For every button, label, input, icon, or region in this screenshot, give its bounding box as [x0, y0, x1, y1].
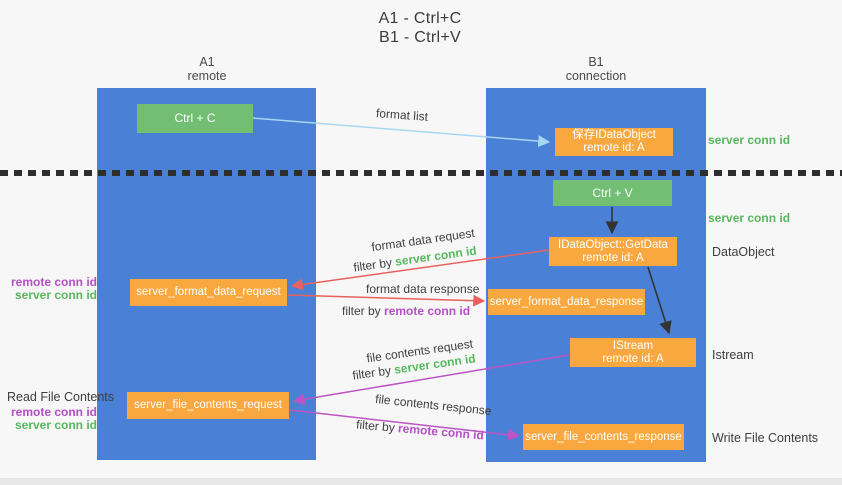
node-istream-line1: IStream: [612, 339, 654, 352]
column-header-b1: B1 connection: [536, 55, 656, 83]
title-line-1: A1 - Ctrl+C: [378, 10, 462, 27]
filter-prefix: filter by: [342, 304, 381, 318]
node-idataobject-getdata-line1: IDataObject::GetData: [558, 238, 668, 251]
filter-prefix: filter by: [351, 363, 392, 383]
left-label-conn-ids-top: remote conn id server conn id: [0, 276, 97, 302]
node-ctrl-c: Ctrl + C: [137, 104, 253, 133]
node-server-file-contents-request: server_file_contents_request: [127, 392, 289, 419]
dotted-divider-line: [0, 170, 842, 176]
label-filter-by-remote-conn-id-1: filter by remote conn id: [342, 304, 470, 318]
left-label-server-conn-id-top: server conn id: [14, 288, 97, 302]
label-file-contents-response: file contents response: [374, 391, 493, 419]
right-label-server-conn-id-top: server conn id: [708, 133, 791, 147]
left-label-remote-conn-id-bottom: remote conn id: [10, 405, 97, 419]
node-save-idataobject-line1: 保存IDataObject: [572, 129, 656, 141]
filter-prefix: filter by: [355, 417, 396, 435]
filter-key-remote-conn-id: remote conn id: [397, 421, 485, 443]
node-server-format-data-response: server_format_data_response: [488, 289, 645, 315]
right-label-write-file-contents: Write File Contents: [712, 431, 819, 445]
node-ctrl-v-label: Ctrl + V: [592, 185, 633, 200]
node-server-format-data-request-label: server_format_data_request: [136, 286, 281, 298]
column-b1-name: B1: [588, 55, 604, 69]
left-label-read-file-contents: Read File Contents: [7, 390, 115, 404]
node-ctrl-v: Ctrl + V: [553, 180, 672, 206]
left-label-remote-conn-id-top: remote conn id: [10, 275, 97, 289]
filter-key-remote-conn-id: remote conn id: [384, 304, 471, 318]
node-istream: IStream remote id: A: [570, 338, 696, 367]
label-format-list: format list: [375, 106, 429, 124]
node-istream-line2: remote id: A: [602, 352, 664, 365]
node-ctrl-c-label: Ctrl + C: [174, 111, 216, 125]
left-label-server-conn-id-bottom: server conn id: [14, 418, 97, 432]
node-save-idataobject: 保存IDataObject remote id: A: [555, 128, 673, 156]
filter-prefix: filter by: [352, 255, 393, 275]
left-label-conn-ids-bottom: remote conn id server conn id: [0, 406, 97, 432]
column-a1-subtitle: remote: [187, 69, 227, 83]
node-server-file-contents-response-label: server_file_contents_response: [525, 430, 682, 443]
bottom-edge: [0, 478, 842, 485]
node-idataobject-getdata: IDataObject::GetData remote id: A: [549, 237, 677, 266]
right-label-dataobject: DataObject: [712, 245, 775, 259]
node-server-file-contents-request-label: server_file_contents_request: [134, 399, 282, 411]
diagram-title: A1 - Ctrl+C B1 - Ctrl+V: [330, 9, 510, 47]
column-header-a1: A1 remote: [147, 55, 267, 83]
node-server-format-data-request: server_format_data_request: [130, 279, 287, 306]
right-label-server-conn-id-mid: server conn id: [708, 211, 791, 225]
node-save-idataobject-line2: remote id: A: [583, 142, 645, 154]
column-a1-name: A1: [199, 55, 215, 69]
column-b1-subtitle: connection: [565, 69, 627, 83]
node-idataobject-getdata-line2: remote id: A: [582, 251, 644, 264]
title-line-2: B1 - Ctrl+V: [379, 29, 461, 46]
node-server-format-data-response-label: server_format_data_response: [489, 295, 644, 308]
right-label-istream: Istream: [712, 348, 754, 362]
label-filter-by-remote-conn-id-2: filter by remote conn id: [356, 417, 485, 442]
node-server-file-contents-response: server_file_contents_response: [523, 424, 684, 450]
label-format-data-response: format data response: [366, 282, 480, 296]
